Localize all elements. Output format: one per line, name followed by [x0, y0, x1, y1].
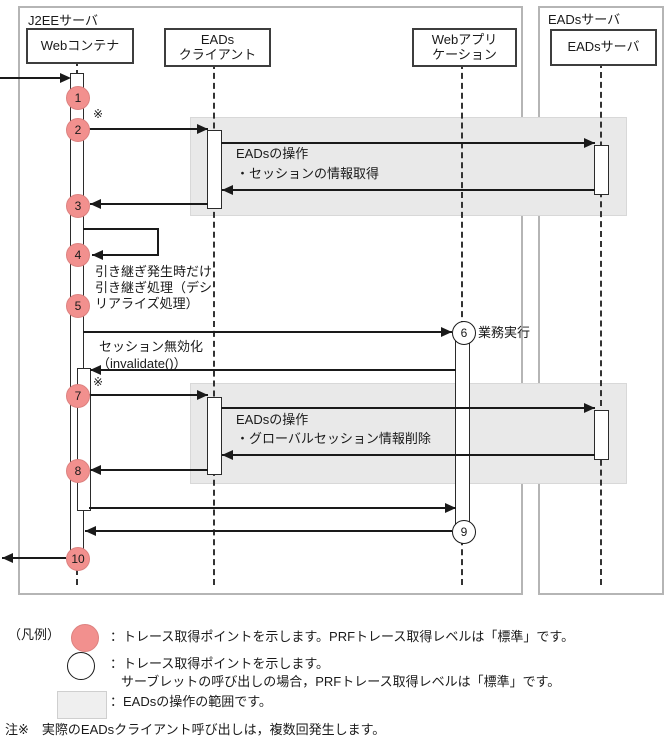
trace-point-8: 8 — [66, 459, 90, 483]
trace-point-8-number: 8 — [74, 464, 82, 478]
note-asterisk-2: ※ — [93, 375, 104, 389]
eads-operation-range-2 — [190, 383, 627, 484]
trace-point-1: 1 — [66, 86, 90, 110]
legend-white-circle — [67, 652, 95, 680]
trace-point-6-number: 6 — [460, 326, 468, 340]
lifeline-eads-client — [213, 63, 215, 585]
invalidate-line2: （invalidate()） — [97, 356, 187, 371]
legend-white-desc-line2: サーブレットの呼び出しの場合，PRFトレース取得レベルは「標準」です。 — [121, 674, 561, 689]
activation-eads-server-2 — [594, 410, 609, 460]
op2-title: EADsの操作 — [236, 412, 309, 427]
op2-detail: ・グローバルセッション情報削除 — [236, 431, 431, 446]
activation-eads-client-1 — [207, 130, 222, 209]
trace-point-5-number: 5 — [74, 299, 82, 313]
frame-j2ee-label: J2EEサーバ — [28, 13, 98, 28]
frame-eads-server — [538, 6, 664, 595]
takeover-line1: 引き継ぎ発生時だけ — [95, 264, 213, 279]
actor-web-app-line2: ケーション — [432, 46, 497, 62]
op1-detail: ・セッションの情報取得 — [236, 166, 380, 181]
trace-point-9-number: 9 — [460, 525, 468, 539]
actor-eads-client-line1: EADs — [200, 31, 235, 47]
trace-point-1-number: 1 — [74, 91, 82, 105]
activation-eads-client-2 — [207, 397, 222, 475]
actor-eads-server-label: EADsサーバ — [567, 39, 640, 55]
op1-title: EADsの操作 — [236, 146, 309, 161]
trace-point-2-number: 2 — [74, 123, 82, 137]
trace-point-9: 9 — [452, 520, 476, 544]
activation-web-app — [455, 332, 470, 533]
takeover-line2: 引き継ぎ処理（デシ — [95, 280, 213, 295]
actor-web-container-label: Webコンテナ — [40, 37, 120, 53]
frame-j2ee-server — [18, 6, 523, 595]
business-exec-label: 業務実行 — [478, 325, 531, 340]
activation-eads-server-1 — [594, 145, 609, 195]
trace-point-3: 3 — [66, 194, 90, 218]
actor-eads-client-line2: クライアント — [178, 46, 257, 62]
trace-point-3-number: 3 — [74, 199, 82, 213]
lifeline-eads-server — [600, 62, 602, 585]
trace-point-5: 5 — [66, 294, 90, 318]
trace-point-10: 10 — [66, 547, 90, 571]
trace-point-4: 4 — [66, 243, 90, 267]
legend-white-desc-line1: ：トレース取得ポイントを示します。 — [110, 656, 330, 671]
legend-range-desc: ：EADsの操作の範囲です。 — [110, 694, 272, 709]
legend-pink-circle — [71, 624, 99, 652]
trace-point-4-number: 4 — [74, 248, 82, 262]
actor-web-app: Webアプリ ケーション — [412, 28, 517, 67]
actor-web-app-line1: Webアプリ — [431, 31, 498, 47]
trace-point-7-number: 7 — [74, 389, 82, 403]
trace-point-2: 2 — [66, 118, 90, 142]
eads-operation-range-1 — [190, 117, 627, 216]
legend-gray-swatch — [57, 691, 107, 719]
frame-eads-label: EADsサーバ — [548, 12, 621, 27]
invalidate-line1: セッション無効化 — [99, 339, 204, 354]
note-asterisk-1: ※ — [93, 107, 104, 121]
takeover-line3: リアライズ処理） — [95, 296, 199, 311]
legend-caption: （凡例） — [8, 627, 61, 642]
trace-point-6: 6 — [452, 321, 476, 345]
trace-point-10-number: 10 — [71, 552, 85, 566]
trace-point-7: 7 — [66, 384, 90, 408]
legend-pink-desc: ：トレース取得ポイントを示します。PRFトレース取得レベルは「標準」です。 — [110, 629, 575, 644]
actor-eads-client: EADs クライアント — [164, 28, 271, 67]
actor-eads-server: EADsサーバ — [550, 29, 657, 66]
actor-web-container: Webコンテナ — [26, 28, 134, 64]
footnote: 注※ 実際のEADsクライアント呼び出しは，複数回発生します。 — [5, 722, 386, 737]
